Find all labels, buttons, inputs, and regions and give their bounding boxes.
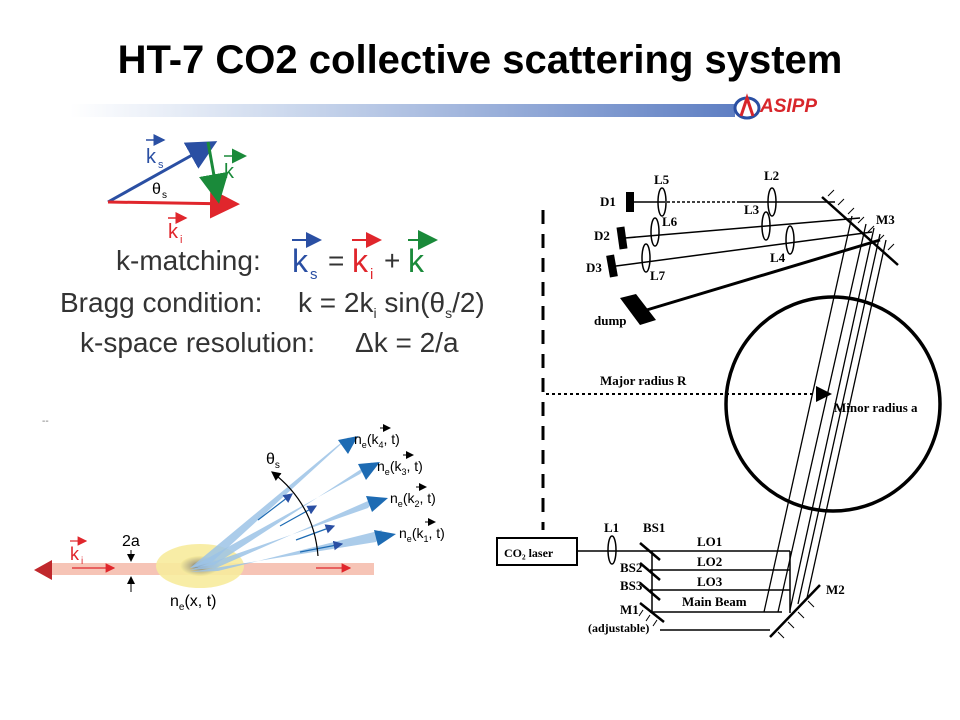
scatter-theta-label: θs: [266, 451, 280, 471]
beam-arrowhead-k1: [374, 530, 396, 546]
label-L4: L4: [770, 250, 786, 265]
label-M3: M3: [876, 212, 895, 227]
resolution-expr: Δk = 2/a: [355, 327, 459, 358]
label-LO2: LO2: [697, 554, 722, 569]
label-M2: M2: [826, 582, 845, 597]
beam-label-k1: ne(k1, t): [399, 525, 445, 544]
beam-arrowhead-k3: [358, 462, 380, 480]
beam-label-k3: ne(k3, t): [377, 458, 423, 477]
label-minor-radius: Minor radius a: [834, 400, 918, 415]
label-D2: D2: [594, 228, 610, 243]
asipp-logo-icon: [733, 93, 761, 120]
beam-width-label: 2a: [122, 533, 140, 550]
label-D3: D3: [586, 260, 602, 275]
kmatch-label: k-matching:: [116, 245, 261, 276]
label-LO1: LO1: [697, 534, 722, 549]
lens-L5: [657, 187, 667, 217]
beam-splitter-BS1: [639, 542, 661, 561]
incident-source-arrowhead: [34, 560, 52, 580]
m2-mirror: [769, 584, 821, 638]
ks-label: k: [146, 146, 157, 168]
resolution-label: k-space resolution:: [80, 327, 315, 358]
label-L5: L5: [654, 172, 670, 187]
scatter-ki-label: k: [70, 544, 80, 564]
asipp-logo-text: ASIPP: [760, 96, 818, 117]
page-title: HT-7 CO2 collective scattering system: [117, 38, 843, 82]
lens-L6: [650, 217, 660, 247]
scattering-diagram: -- k i 2a ne(x, t) θ: [34, 416, 445, 613]
kmatch-equals: =: [328, 245, 344, 276]
ki-label: k: [168, 221, 179, 243]
label-L1: L1: [604, 520, 619, 535]
label-BS3: BS3: [620, 578, 643, 593]
title-divider-bar: [70, 104, 735, 117]
lens-L3: [761, 211, 771, 241]
co2-laser-box: [496, 537, 578, 566]
ki-label-sub: i: [180, 234, 182, 246]
ne-x-t-label: ne(x, t): [170, 593, 216, 613]
vector-triangle: k s k θ s k i: [107, 134, 247, 246]
detector-D3: [606, 254, 618, 278]
dump-path: [639, 238, 881, 314]
beam-splitter-BS2: [639, 562, 661, 581]
beam-label-k4: ne(k4, t): [354, 431, 400, 450]
kmatch-ks-sub: s: [310, 266, 318, 283]
label-BS1: BS1: [643, 520, 665, 535]
asipp-logo: ASIPP: [732, 92, 862, 124]
lens-L7: [641, 243, 651, 273]
label-L6: L6: [662, 214, 678, 229]
label-LO3: LO3: [697, 574, 723, 589]
kmatch-plus: +: [384, 245, 400, 276]
label-M1-adjustable: (adjustable): [588, 621, 649, 635]
label-L7: L7: [650, 268, 666, 283]
lens-L4: [785, 225, 795, 255]
scattered-beam-k4: [190, 436, 350, 568]
label-D1: D1: [600, 194, 616, 209]
label-L2: L2: [764, 168, 779, 183]
kmatch-ks: k: [292, 243, 309, 279]
k-vector: [199, 141, 229, 204]
beam-splitter-BS3: [639, 582, 661, 601]
label-co2-laser: CO₂ laser: [504, 546, 554, 560]
beam-arrowhead-k2: [366, 496, 388, 512]
bragg-expr: k = 2ki sin(θs/2): [298, 287, 485, 321]
beam-dump: [620, 294, 656, 325]
kmatch-ki-sub: i: [370, 266, 373, 283]
ks-vector: [107, 141, 218, 204]
k-label: k: [224, 161, 235, 183]
label-M1: M1: [620, 602, 639, 617]
detector-D2: [616, 226, 628, 250]
lens-L2: [767, 187, 777, 217]
optical-labels: D1 D2 D3 L5 L2 L3 L6 L7 L4 M3 dump Major…: [504, 168, 918, 635]
mirror-M1: [639, 602, 665, 623]
d2-path: [624, 217, 861, 239]
equations: k-matching: k s = k i + k Bragg conditio…: [60, 230, 485, 358]
stray-mark: --: [42, 416, 49, 427]
label-main-beam: Main Beam: [682, 594, 747, 609]
detector-D1: [626, 192, 634, 212]
theta-arc: [271, 471, 319, 557]
label-BS2: BS2: [620, 560, 642, 575]
bragg-label: Bragg condition:: [60, 287, 262, 318]
main-beam-up: [777, 223, 867, 613]
kmatch-k: k: [408, 243, 425, 279]
plasma-circle: [724, 295, 942, 513]
optical-layout: [496, 187, 942, 639]
beam-label-k2: ne(k2, t): [390, 490, 436, 509]
theta-s-sub: s: [162, 190, 167, 201]
label-L3: L3: [744, 202, 760, 217]
scatter-ki-sub: i: [81, 556, 83, 567]
label-major-radius: Major radius R: [600, 373, 687, 388]
lens-L1: [607, 535, 617, 565]
theta-s-label: θ: [152, 181, 161, 198]
d3-path: [615, 231, 873, 267]
ki-vector: [107, 188, 240, 219]
ks-label-sub: s: [158, 159, 164, 171]
m3-mirror: [821, 196, 899, 266]
kmatch-ki: k: [352, 243, 369, 279]
beam-arrowhead-k4: [338, 436, 358, 454]
label-dump: dump: [594, 313, 627, 328]
